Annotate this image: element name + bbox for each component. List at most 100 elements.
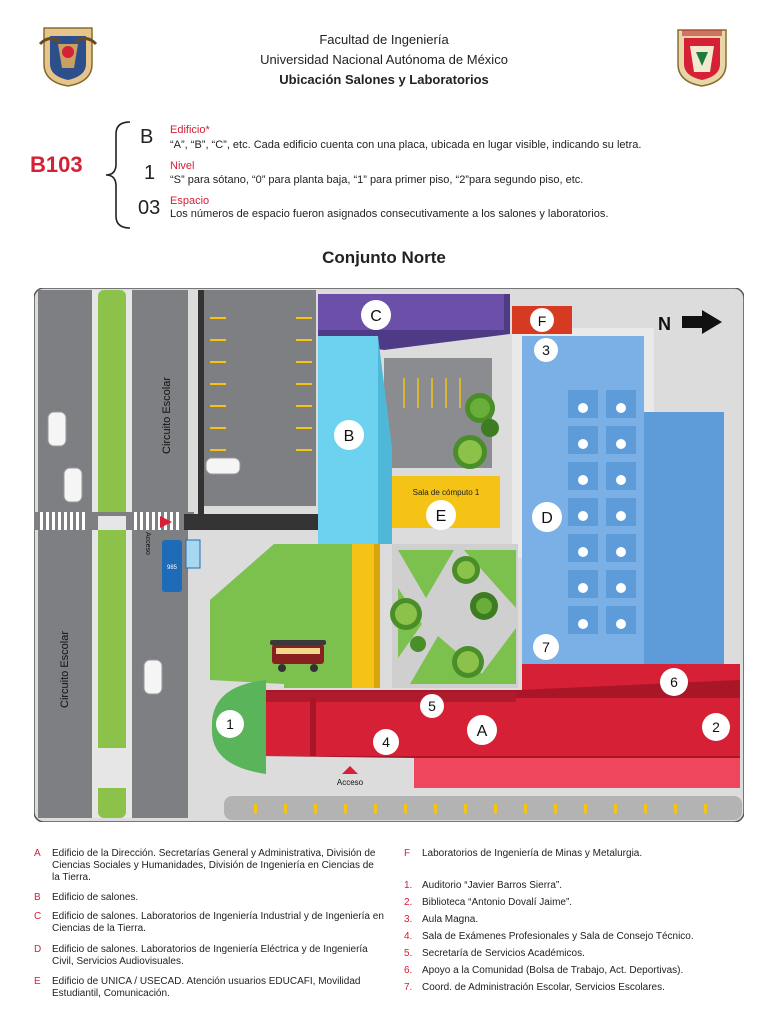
marker-b [334,420,364,450]
faculty-name: Facultad de Ingeniería [319,32,449,47]
legend-text: Edificio de salones. [52,892,139,903]
label-c: C [370,308,382,325]
road-label-left: Circuito Escolar [59,631,71,708]
key-desc-building: “A”, “B”, “C”, etc. Cada edificio cuenta… [170,139,642,151]
legend-item-d: D Edificio de salones. Laboratorios de I… [34,944,384,968]
label-1: 1 [226,716,234,732]
key-desc-level: “S” para sótano, “0” para planta baja, “… [170,174,584,186]
key-desc-space: Los números de espacio fueron asignados … [170,208,609,220]
marker-d [532,502,562,532]
legend-text: Sala de Exámenes Profesionales y Sala de… [422,931,694,942]
key-symbol-building: B [140,126,154,148]
road-label-inner: Circuito Escolar [161,377,173,454]
ingenieria-logo [670,24,734,88]
label-2: 2 [712,719,720,735]
road-left [38,290,92,818]
legend-item-e: E Edificio de UNICA / USECAD. Atención u… [34,976,384,1000]
label-e: E [436,508,447,525]
label-6: 6 [670,674,678,690]
road-bottom [224,796,742,820]
parking-lines-2 [403,378,461,408]
legend-key: E [34,976,41,987]
key-symbol-space: 03 [138,197,161,219]
brace-icon [105,121,131,229]
legend-item-b: B Edificio de salones. [34,892,384,904]
legend-key: 5. [404,948,413,959]
crosswalk [40,512,179,530]
unam-logo [36,24,100,88]
marker-4 [373,729,399,755]
marker-2 [702,713,730,741]
north-label: N [658,314,671,334]
legend-item-4: 4. Sala de Exámenes Profesionales y Sala… [404,931,744,943]
marker-7 [533,634,559,660]
legend-key: A [34,848,41,859]
marker-e [426,500,456,530]
label-3: 3 [542,342,550,358]
parking-lines-1 [210,317,312,451]
label-7: 7 [542,639,550,655]
north-arrow-icon [682,310,722,334]
car-icons [47,411,241,695]
corridor [352,544,374,688]
median-openings [98,516,126,788]
legend-key: C [34,911,42,922]
legend-item-7: 7. Coord. de Administración Escolar, Ser… [404,982,744,994]
train-icon [270,640,326,672]
label-b: B [344,428,355,445]
trees [390,393,499,678]
marker-1 [216,710,244,738]
legend-text: Edificio de UNICA / USECAD. Atención usu… [52,976,361,999]
sala-label: Sala de cómputo 1 [413,488,480,497]
building-c [318,294,504,330]
key-title-level: Nivel [170,160,195,172]
page-title: Ubicación Salones y Laboratorios [279,72,489,87]
legend-key: 1. [404,880,413,891]
legend-key: F [404,848,411,859]
building-d-windows [568,390,636,634]
access-label-bottom: Acceso [337,778,364,787]
legend-text: Secretaría de Servicios Académicos. [422,948,585,959]
legend-key: 7. [404,982,413,993]
legend-item-c: C Edificio de salones. Laboratorios de I… [34,911,384,935]
key-title-building: Edificio* [170,124,210,136]
legend-key: 2. [404,897,413,908]
marker-3 [534,338,558,362]
label-f: F [538,313,547,329]
legend-item-5: 5. Secretaría de Servicios Académicos. [404,948,744,960]
legend-key: B [34,892,41,903]
legend-key: 4. [404,931,413,942]
legend-key: 3. [404,914,413,925]
building-d-wing [644,412,724,664]
legend-text: Auditorio “Javier Barros Sierra”. [422,880,563,891]
legend-item-3: 3. Aula Magna. [404,914,744,926]
label-d: D [541,510,553,527]
access-label-side: Acceso [144,532,151,555]
legend-text: Coord. de Administración Escolar, Servic… [422,982,665,993]
map-title: Conjunto Norte [322,248,446,267]
building-a [262,698,740,756]
university-name: Universidad Nacional Autónoma de México [260,52,508,67]
legend-text: Edificio de la Dirección. Secretarías Ge… [52,848,376,883]
marker-f [530,308,554,332]
legend-item-2: 2. Biblioteca “Antonio Dovalí Jaime”. [404,897,744,909]
legend-item-a: A Edificio de la Dirección. Secretarías … [34,848,384,884]
key-symbol-level: 1 [144,162,156,184]
legend-text: Edificio de salones. Laboratorios de Ing… [52,911,384,934]
median-green [98,290,126,818]
bus-icon: 985 [162,539,201,592]
bus-number: 985 [167,565,178,571]
access-arrow-bottom [342,766,358,774]
marker-c [361,300,391,330]
legend-text: Apoyo a la Comunidad (Bolsa de Trabajo, … [422,965,684,976]
legend-text: Laboratorios de Ingeniería de Minas y Me… [422,848,643,859]
marker-6 [660,668,688,696]
legend-text: Biblioteca “Antonio Dovalí Jaime”. [422,897,573,908]
legend-item-1: 1. Auditorio “Javier Barros Sierra”. [404,880,744,892]
key-title-space: Espacio [170,195,210,207]
access-arrow-side [160,516,172,528]
room-code-example: B103 [30,152,83,177]
legend-text: Edificio de salones. Laboratorios de Ing… [52,944,368,967]
marker-5 [420,694,444,718]
legend-key: D [34,944,42,955]
